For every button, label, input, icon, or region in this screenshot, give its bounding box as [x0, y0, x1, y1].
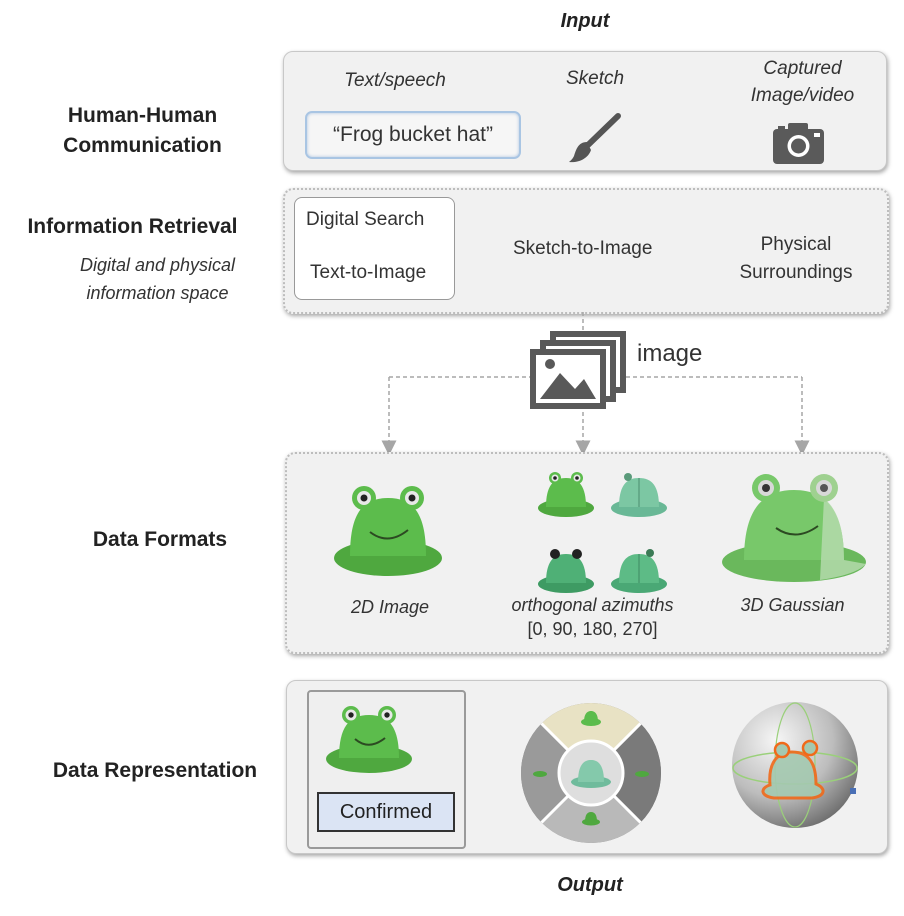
frog-hat-thumbnail-icon	[326, 706, 412, 773]
caption-2d-image: 2D Image	[350, 597, 430, 617]
caption-azimuth-values: [0, 90, 180, 270]	[527, 619, 658, 639]
azimuth-view-front	[538, 472, 594, 517]
output-title: Output	[557, 874, 623, 896]
search-box	[294, 197, 455, 300]
row-sublabel-retrieval: Digital and physical information space	[79, 255, 236, 303]
digital-search-label: Digital Search	[306, 209, 425, 230]
row-label-retrieval: Information Retrieval	[27, 215, 238, 238]
sketch-to-image-label: Sketch-to-Image	[513, 238, 653, 259]
query-textbox[interactable]: “Frog bucket hat”	[305, 111, 521, 159]
physical-surroundings-label: Physical Surroundings	[739, 234, 853, 283]
gaussian-sphere-view	[732, 702, 858, 828]
camera-icon	[773, 123, 824, 164]
text-speech-label: Text/speech	[344, 70, 446, 91]
row-label-representation: Data Representation	[52, 759, 258, 782]
input-title: Input	[560, 10, 610, 32]
captured-label: Captured Image/video	[750, 58, 855, 106]
azimuth-view-back	[538, 549, 594, 593]
gaussian-hat-icon	[722, 474, 866, 582]
caption-azimuths: orthogonal azimuths	[511, 595, 674, 615]
row-label-communication: Human-Human Communication	[63, 104, 222, 157]
azimuth-ring-view	[520, 702, 662, 844]
confirmed-button[interactable]: Confirmed	[317, 792, 455, 832]
paintbrush-icon	[569, 113, 621, 163]
frog-hat-icon	[334, 486, 442, 576]
row-label-formats: Data Formats	[92, 528, 228, 551]
image-gallery-icon	[530, 331, 626, 409]
azimuth-view-side	[611, 473, 667, 517]
image-label: image	[637, 340, 703, 367]
caption-3d-gaussian: 3D Gaussian	[740, 595, 845, 615]
text-to-image-label: Text-to-Image	[310, 262, 427, 283]
sketch-label: Sketch	[565, 68, 625, 89]
azimuth-view-other-side	[611, 549, 667, 593]
